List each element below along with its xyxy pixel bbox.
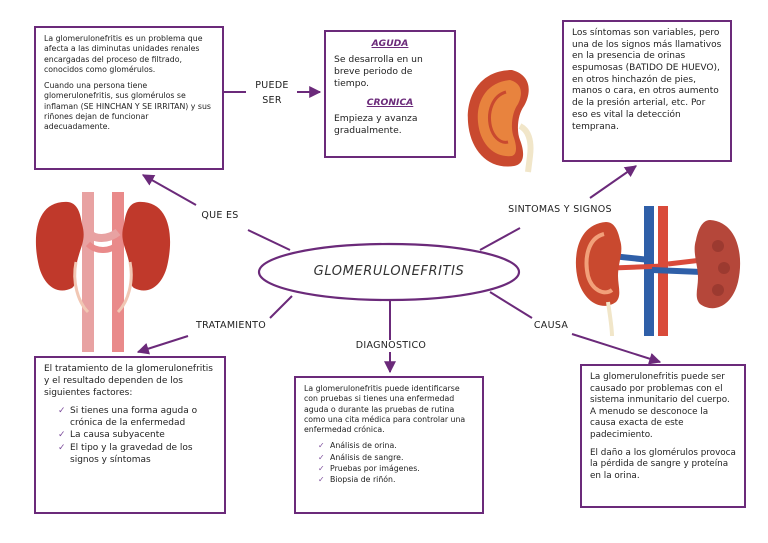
line-que-es bbox=[247, 229, 291, 251]
list-item: ✓Análisis de orina. bbox=[318, 441, 397, 451]
kidney-cross-section-icon bbox=[467, 70, 534, 173]
que-es-p2: Cuando una persona tiene glomerulonefrit… bbox=[44, 81, 211, 132]
sintomas-text: Los síntomas son variables, pero una de … bbox=[572, 28, 722, 132]
list-item: ✓Análisis de sangre. bbox=[318, 452, 404, 462]
que-es-box: La glomerulonefritis es un problema que … bbox=[34, 26, 224, 170]
check-icon: ✓ bbox=[318, 452, 325, 462]
check-icon: ✓ bbox=[318, 441, 325, 451]
label-diagnostico: DIAGNOSTICO bbox=[355, 340, 427, 351]
causa-box: La glomerulonefritis puede ser causado p… bbox=[580, 364, 746, 508]
label-ser: SER bbox=[262, 95, 282, 106]
check-icon: ✓ bbox=[58, 430, 66, 441]
aguda-title: AGUDA bbox=[371, 38, 409, 49]
diagnostico-intro: La glomerulonefritis puede identificarse… bbox=[304, 384, 466, 435]
kidney-anatomy-icon bbox=[575, 206, 741, 336]
label-tratamiento: TRATAMIENTO bbox=[195, 320, 267, 331]
list-item: ✓Si tienes una forma aguda o crónica de … bbox=[58, 405, 198, 428]
tipos-box: AGUDA Se desarrolla en un breve periodo … bbox=[324, 30, 456, 158]
causa-p1: La glomerulonefritis puede ser causado p… bbox=[590, 372, 730, 441]
arrow-que-es bbox=[141, 174, 197, 206]
label-puede-ser: PUEDE SER bbox=[246, 78, 298, 108]
check-icon: ✓ bbox=[318, 475, 325, 485]
causa-p2: El daño a los glomérulos provoca la pérd… bbox=[590, 447, 736, 481]
que-es-p1: La glomerulonefritis es un problema que … bbox=[44, 34, 203, 74]
cronica-title: CRONICA bbox=[366, 96, 414, 108]
list-item: ✓Biopsia de riñón. bbox=[318, 475, 396, 485]
label-que-es: QUE ES bbox=[201, 210, 239, 221]
line-tratamiento bbox=[269, 295, 293, 319]
diagnostico-list: ✓Análisis de orina. ✓Análisis de sangre.… bbox=[304, 441, 474, 485]
kidney-pair-icon bbox=[35, 192, 171, 352]
check-icon: ✓ bbox=[58, 443, 66, 454]
label-causa: CAUSA bbox=[533, 320, 569, 331]
label-puede: PUEDE bbox=[255, 80, 289, 91]
check-icon: ✓ bbox=[58, 405, 66, 416]
list-item: ✓El tipo y la gravedad de los signos y s… bbox=[58, 443, 193, 466]
aguda-text: Se desarrolla en un breve periodo de tie… bbox=[334, 54, 423, 90]
tratamiento-list: ✓Si tienes una forma aguda o crónica de … bbox=[44, 406, 216, 467]
arrow-tratamiento bbox=[136, 335, 189, 355]
sintomas-box: Los síntomas son variables, pero una de … bbox=[562, 20, 732, 162]
check-icon: ✓ bbox=[318, 463, 325, 473]
label-sintomas: SINTOMAS Y SIGNOS bbox=[508, 204, 612, 215]
tratamiento-intro: El tratamiento de la glomerulonefritis y… bbox=[44, 364, 213, 398]
list-item: ✓La causa subyacente bbox=[58, 430, 165, 441]
arrow-sintomas bbox=[589, 165, 637, 199]
diagnostico-box: La glomerulonefritis puede identificarse… bbox=[294, 376, 484, 514]
tratamiento-box: El tratamiento de la glomerulonefritis y… bbox=[34, 356, 226, 514]
line-sintomas bbox=[479, 227, 521, 251]
line-causa bbox=[489, 291, 533, 319]
arrow-causa bbox=[571, 333, 662, 365]
center-title: GLOMERULONEFRITIS bbox=[313, 264, 465, 279]
cronica-text: Empieza y avanza gradualmente. bbox=[334, 112, 418, 136]
list-item: ✓Pruebas por imágenes. bbox=[318, 463, 420, 473]
